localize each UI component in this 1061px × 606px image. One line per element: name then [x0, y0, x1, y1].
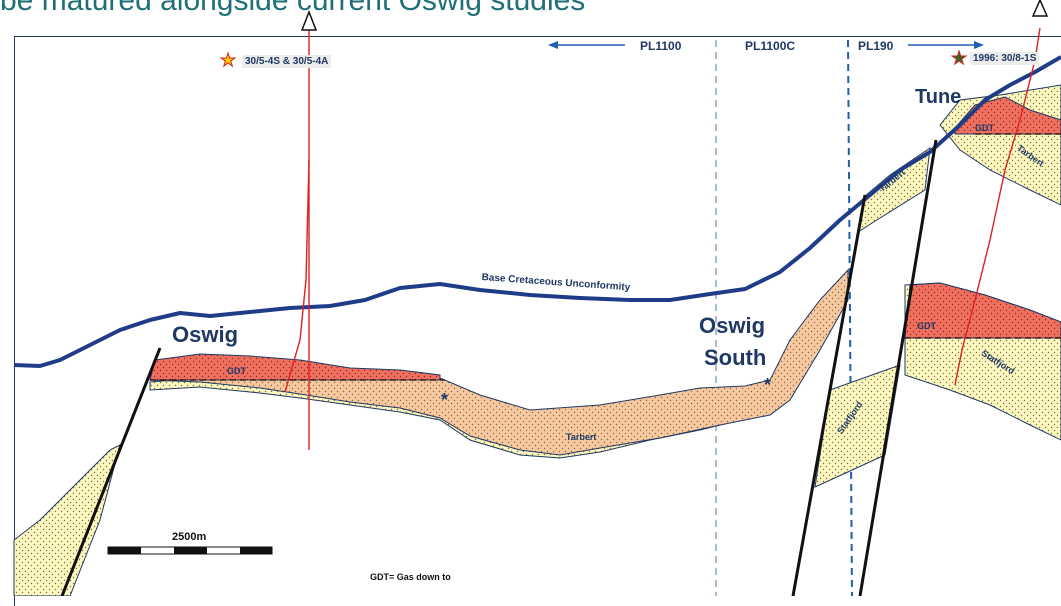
gdt-label-oswig: GDT: [227, 366, 246, 376]
well-star-left-icon: ★: [219, 50, 237, 71]
gdt-label-statfjord: GDT: [917, 321, 936, 331]
field-label-oswig: Oswig: [172, 322, 239, 347]
gdt-label-tune: GDT: [975, 123, 994, 133]
well-derrick-left: [300, 9, 318, 31]
licence-boundary-pl190: [847, 39, 853, 596]
licence-label-pl190: PL190: [858, 39, 894, 53]
well-label-left: 30/5-4S & 30/5-4A: [242, 55, 332, 68]
well-derrick-right: [1031, 0, 1049, 17]
field-label-tune: Tune: [915, 86, 962, 108]
well-trajectory-right: [954, 27, 1041, 386]
well-label-right: 1996: 30/8-1S: [970, 52, 1040, 65]
scale-bar: [107, 546, 273, 555]
legend-note-gdt: GDT= Gas down to: [370, 572, 451, 582]
well-trajectory-left-sidetrack: [284, 159, 310, 393]
licence-arrow-right: [908, 41, 984, 49]
well-star-right-icon: ★: [950, 48, 968, 69]
licence-label-pl1100: PL1100: [640, 39, 682, 53]
section-frame: [14, 36, 1061, 606]
fault-tune: [858, 139, 938, 596]
fault-oswig: [60, 347, 162, 596]
field-label-oswig-south-line1: Oswig: [699, 313, 766, 338]
field-label-oswig-south-line2: South: [704, 345, 767, 370]
page-headline: be matured alongside current Oswig studi…: [0, 0, 586, 17]
scale-bar-label: 2500m: [172, 531, 207, 543]
marker-asterisk-1: *: [441, 390, 449, 410]
bcu-horizon-line: [13, 55, 1061, 368]
licence-arrow-left: [548, 41, 625, 49]
licence-label-pl1100c: PL1100C: [745, 39, 796, 53]
fault-oswig-south: [791, 194, 867, 596]
marker-asterisk-2: *: [764, 375, 772, 395]
formation-label-tarbert-main: Tarbert: [566, 432, 597, 442]
